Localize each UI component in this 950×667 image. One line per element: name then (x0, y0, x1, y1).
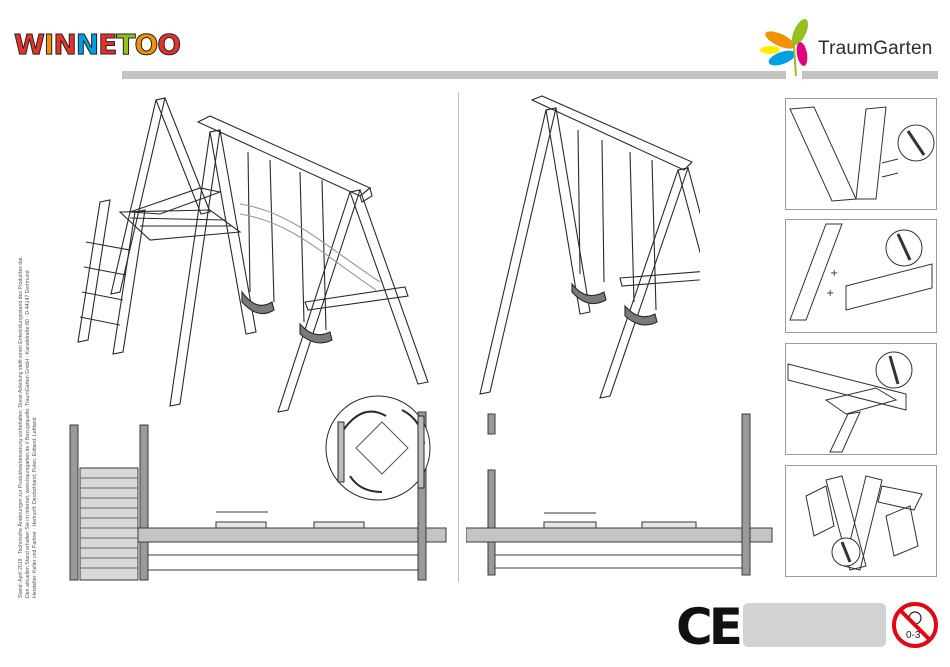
logo-letter: I (43, 28, 55, 62)
assembly-detail-drawing (789, 106, 935, 202)
legal-notice: Stand: April 2019 · Technische Änderunge… (18, 148, 39, 598)
svg-text:+: + (826, 288, 834, 299)
assembly-detail-drawing (787, 351, 913, 453)
logo-letter: N (75, 28, 99, 62)
detail-panel-2: + + (785, 219, 937, 333)
front-elevation-right (466, 413, 773, 576)
age-warning-text: 0-3 (906, 630, 921, 641)
header-bar (122, 71, 786, 79)
logo-letter: W (14, 28, 46, 62)
ce-mark: CE (676, 598, 743, 656)
logo-letter: E (98, 28, 118, 62)
assembly-detail-drawing: + + (789, 223, 933, 321)
detail-panel-3 (785, 343, 937, 455)
svg-text:+: + (830, 268, 838, 279)
logo-letter: N (53, 28, 77, 62)
legal-line: Den aktuellen Stand erhalten Sie im Inte… (25, 270, 31, 598)
assembly-detail-drawing (805, 475, 923, 571)
logo-letter: O (157, 28, 182, 62)
hook-detail-circle (325, 395, 431, 501)
age-warning-icon: 0-3 (892, 602, 938, 648)
traumgarten-flower-icon (760, 19, 809, 77)
article-number-box (743, 603, 886, 647)
logo-letter: O (134, 28, 159, 62)
detail-panel-1 (785, 98, 937, 210)
legal-line: Hersteller: Keller und Partner · Herkunf… (32, 417, 38, 598)
swing-with-platform-drawing (77, 97, 429, 413)
detail-panel-4 (785, 465, 937, 577)
double-swing-drawing (479, 95, 700, 399)
logo-letter: T (116, 28, 136, 62)
header-bar-right (802, 71, 938, 79)
traumgarten-logo-text: TraumGarten (818, 38, 933, 59)
legal-line: Stand: April 2019 · Technische Änderunge… (18, 256, 24, 598)
winnetoo-logo: WINNETOO (14, 28, 182, 62)
front-elevation-left (69, 411, 447, 581)
panel-divider (458, 92, 459, 582)
